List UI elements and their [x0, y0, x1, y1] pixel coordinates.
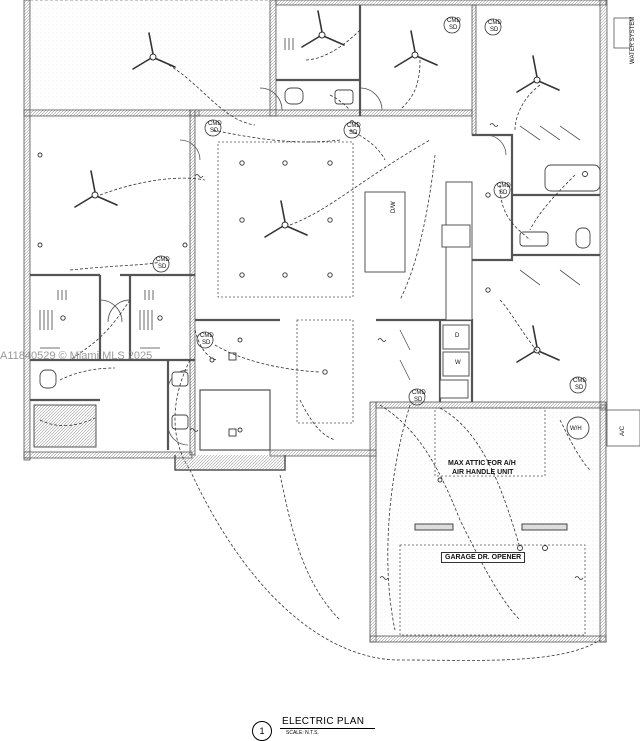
smoke-detector-cmd: CMD — [497, 183, 511, 189]
smoke-detector-sd: SD — [575, 385, 584, 391]
dryer-label: D — [455, 333, 460, 339]
washer-label: W — [455, 360, 461, 366]
smoke-detector-sd: SD — [449, 25, 458, 31]
garage-opener-label: GARAGE DR. OPENER — [441, 552, 526, 563]
smoke-detector-cmd: CMD — [447, 18, 461, 24]
wiring — [39, 29, 601, 661]
garage-door-units — [414, 523, 568, 531]
dishwasher-label: D/W — [391, 201, 397, 213]
smoke-detector-cmd: CMD — [412, 390, 426, 396]
title-underline — [280, 728, 375, 729]
ceiling-outlines — [217, 141, 586, 636]
ac-label: A/C — [620, 425, 626, 436]
entry-porch — [174, 455, 286, 471]
doors — [99, 87, 581, 446]
smoke-detector-cmd: CMD — [200, 333, 214, 339]
interior-walls — [30, 5, 600, 451]
smoke-detector-cmd: CMD — [573, 378, 587, 384]
water-system-box — [613, 17, 631, 49]
plan-title: ELECTRIC PLAN — [282, 716, 365, 727]
smoke-detector-sd: SD — [414, 397, 423, 403]
smoke-detectors — [152, 16, 587, 406]
garage-floor — [376, 408, 600, 636]
water-heater — [566, 416, 590, 440]
exterior-ac-pad — [606, 409, 640, 447]
smoke-detector-cmd: CMD — [156, 257, 170, 263]
closets — [39, 38, 294, 349]
smoke-detector-sd: SD — [349, 130, 358, 136]
smoke-detector-sd: SD — [490, 27, 499, 33]
mls-watermark: A11840529 © Miami MLS 2025 — [0, 350, 153, 362]
recessed-lights — [228, 352, 237, 437]
attic-note-line2: AIR HANDLE UNIT — [452, 469, 514, 476]
smoke-detector-sd: SD — [499, 190, 508, 196]
smoke-detector-sd: SD — [158, 264, 167, 270]
water-heater-label: W/H — [570, 426, 582, 432]
kitchen — [364, 181, 473, 399]
sheet-number: 1 — [252, 721, 272, 741]
patio — [29, 0, 271, 111]
attic-note-line1: MAX ATTIC FOR A/H — [448, 460, 516, 467]
water-system-label: WATER SYSTEM — [630, 16, 636, 64]
scale-note: SCALE: N.T.S. — [286, 730, 319, 736]
smoke-detector-cmd: CMD — [208, 121, 222, 127]
smoke-detector-cmd: CMD — [347, 123, 361, 129]
smoke-detector-cmd: CMD — [488, 20, 502, 26]
light-fixtures — [37, 152, 588, 551]
fixtures — [33, 87, 601, 448]
smoke-detector-sd: SD — [210, 128, 219, 134]
smoke-detector-sd: SD — [202, 340, 211, 346]
